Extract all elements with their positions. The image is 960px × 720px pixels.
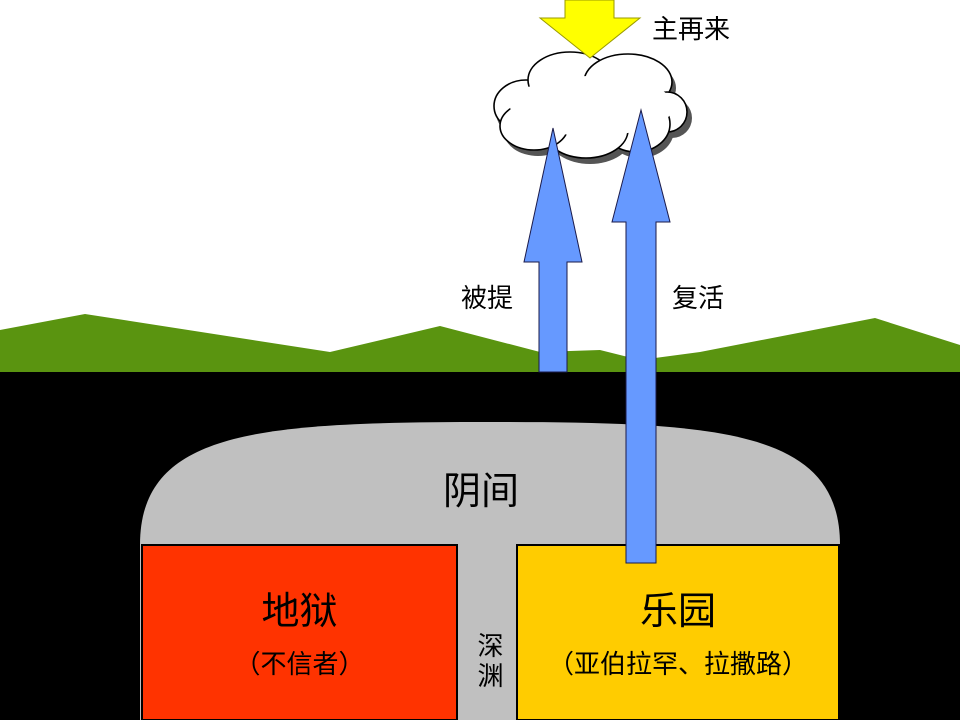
hades-label: 阴间 [443,469,520,513]
resurrection-arrow [611,108,671,564]
resurrection-label: 复活 [672,284,725,314]
cloud-shape [493,51,692,164]
descend-arrow [538,0,642,59]
rapture-label: 被提 [461,284,514,314]
second-coming-label: 主再来 [652,15,731,45]
rapture-arrow [523,127,583,373]
paradise-note: （亚伯拉罕、拉撒路） [547,650,808,680]
grass-hills [0,314,960,372]
hell-note: （不信者） [234,650,365,680]
paradise-box [516,544,840,720]
paradise-label: 乐园 [639,589,716,633]
abyss-label: 深渊 [473,632,503,692]
hell-box [141,544,458,720]
hell-label: 地狱 [261,589,338,633]
